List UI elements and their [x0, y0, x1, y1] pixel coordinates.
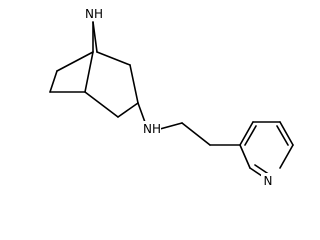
pyridine-bond-1: [239, 121, 254, 146]
amine-nh-label: NH: [143, 122, 161, 136]
bond-c8-c7: [117, 102, 139, 118]
pyridine-bond-4: [279, 144, 294, 169]
bond-c4-c8: [84, 91, 119, 118]
bond-c1-c2: [56, 51, 94, 72]
bond-n8-c5: [92, 21, 98, 53]
bond-c6-c7: [129, 64, 139, 104]
pyridine-bond-6: [239, 144, 251, 169]
pyridine-bond-3-inner: [276, 125, 289, 146]
pyridine-bond-1-inner: [244, 125, 257, 146]
molecule-structure: NH NH N: [49, 6, 294, 188]
bond-c2-c3: [49, 70, 58, 93]
bond-ch2a-ch2b: [181, 122, 211, 146]
bond-c1-c4: [84, 51, 94, 93]
pyridine-bond-3: [279, 121, 294, 146]
pyridine-n-label: N: [264, 174, 273, 188]
bridge-nh-label: NH: [85, 7, 103, 21]
bond-nh-ch2a: [159, 122, 183, 130]
bond-c5-c6: [96, 51, 131, 66]
